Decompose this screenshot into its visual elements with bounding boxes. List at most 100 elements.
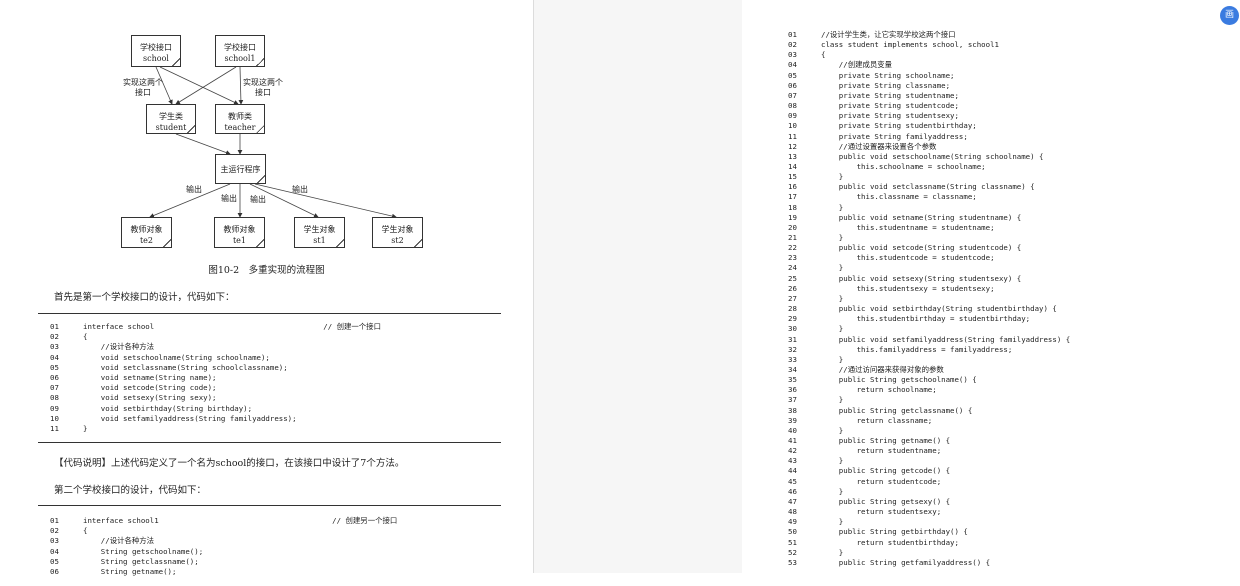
code-text: public void setclassname(String classnam… <box>821 182 1035 192</box>
line-number: 20 <box>788 222 797 232</box>
code-text: } <box>821 293 844 303</box>
code-text: //通过设置器来设置各个参数 <box>821 141 937 151</box>
code-line: 06 private String classname; <box>788 81 950 91</box>
line-number: 44 <box>788 466 797 476</box>
code-text: //通过访问器来获得对象的参数 <box>821 364 944 374</box>
code-text: public void setcode(String studentcode) … <box>821 243 1022 253</box>
code-text: //设计各种方法 <box>83 342 155 352</box>
code-line: 04 String getschoolname(); <box>50 547 203 557</box>
code-text: this.schoolname = schoolname; <box>821 161 986 171</box>
line-number: 22 <box>788 243 797 253</box>
code-line: 46 } <box>788 487 843 497</box>
node-school1-title: 学校接口 <box>224 43 256 52</box>
line-number: 01 <box>788 30 797 39</box>
line-number: 18 <box>788 202 797 212</box>
code-line: 22 public void setcode(String studentcod… <box>788 243 1021 253</box>
code-line: 31 public void setfamilyaddress(String f… <box>788 335 1070 345</box>
left-page: 学校接口 school 学校接口 school1 学生类 student 教师类… <box>0 0 533 576</box>
line-number: 38 <box>788 405 797 415</box>
code-line: 29 this.studentbirthday = studentbirthda… <box>788 314 1030 324</box>
code-text: { <box>83 526 88 536</box>
code-text: //设计学生类，让它实现学校这两个接口 <box>821 30 956 39</box>
code-text: } <box>821 425 844 435</box>
code-line: 25 public void setsexy(String studentsex… <box>788 274 1021 284</box>
line-number: 05 <box>788 70 797 80</box>
code-line: 03{ <box>788 50 825 60</box>
node-school: 学校接口 school <box>131 35 181 67</box>
code-text: public void setsexy(String studentsexy) … <box>821 273 1022 283</box>
code-line: 20 this.studentname = studentname; <box>788 223 995 233</box>
node-school-sub: school <box>143 54 169 63</box>
line-number: 01 <box>50 322 59 331</box>
code-text: this.classname = classname; <box>821 192 977 202</box>
code-text: public void setschoolname(String schooln… <box>821 151 1044 161</box>
label-output-4: 输出 <box>292 185 308 194</box>
code-text: //设计各种方法 <box>83 536 155 546</box>
code-text: void setsexy(String sexy); <box>83 393 217 403</box>
line-number: 16 <box>788 182 797 192</box>
code-text: void setname(String name); <box>83 373 217 382</box>
line-number: 11 <box>50 424 59 433</box>
line-number: 48 <box>788 507 797 517</box>
code-text: this.studentbirthday = studentbirthday; <box>821 314 1031 324</box>
code-line: 18 } <box>788 203 843 213</box>
line-number: 01 <box>50 516 59 525</box>
code-line: 38 public String getclassname() { <box>788 406 972 416</box>
line-number: 09 <box>50 403 59 413</box>
code-line: 12 //通过设置器来设置各个参数 <box>788 142 936 152</box>
line-number: 28 <box>788 304 797 314</box>
code-line: 45 return studentcode; <box>788 477 941 487</box>
code-line: 28 public void setbirthday(String studen… <box>788 304 1057 314</box>
code-line: 48 return studentsexy; <box>788 507 941 517</box>
line-number: 36 <box>788 385 797 395</box>
code-line: 34 //通过访问器来获得对象的参数 <box>788 365 944 375</box>
line-number: 04 <box>788 60 797 70</box>
line-number: 24 <box>788 263 797 273</box>
code-line: 02{ <box>50 332 87 342</box>
code-line: 19 public void setname(String studentnam… <box>788 213 1021 223</box>
line-number: 09 <box>788 111 797 121</box>
code-line: 33 } <box>788 355 843 365</box>
code-text: public String getschoolname() { <box>821 375 977 385</box>
node-st2-sub: st2 <box>391 236 404 245</box>
code-line: 02{ <box>50 526 87 536</box>
code-text: } <box>821 172 844 182</box>
node-te2-sub: te2 <box>139 236 154 245</box>
code-text: return studentname; <box>821 446 942 456</box>
translate-icon[interactable]: 画 <box>1220 6 1239 25</box>
line-number: 05 <box>50 362 59 372</box>
line-number: 29 <box>788 314 797 324</box>
code-text: } <box>821 486 844 496</box>
code-line: 47 public String getsexy() { <box>788 497 950 507</box>
code-text: } <box>821 517 844 527</box>
label-implement-left-line2: 接口 <box>135 88 151 97</box>
node-te1: 教师对象 te1 <box>214 217 265 248</box>
line-number: 08 <box>50 393 59 403</box>
label-output-3: 输出 <box>221 194 237 203</box>
line-number: 14 <box>788 161 797 171</box>
node-school1: 学校接口 school1 <box>215 35 265 67</box>
line-number: 32 <box>788 344 797 354</box>
code-line: 04 void setschoolname(String schoolname)… <box>50 353 270 363</box>
paragraph-explain-1: 【代码说明】上述代码定义了一个名为school的接口，在该接口中设计了7个方法。 <box>54 458 405 469</box>
code-text: this.studentcode = studentcode; <box>821 253 995 263</box>
right-page <box>742 0 1240 573</box>
line-number: 37 <box>788 395 797 405</box>
code-line: 09 private String studentsexy; <box>788 111 959 121</box>
code-text: } <box>821 354 844 364</box>
code-line: 05 private String schoolname; <box>788 71 955 81</box>
code-text: } <box>821 395 844 405</box>
code-line: 07 private String studentname; <box>788 91 959 101</box>
code-text: public String getsexy() { <box>821 496 951 506</box>
node-teacher-title: 教师类 <box>228 112 252 121</box>
code-text: private String classname; <box>821 80 951 90</box>
code-line: 27 } <box>788 294 843 304</box>
label-implement-right: 实现这两个 接口 <box>240 78 286 98</box>
code-line: 36 return schoolname; <box>788 385 937 395</box>
line-number: 07 <box>788 90 797 100</box>
code-line: 50 public String getbirthday() { <box>788 527 968 537</box>
line-number: 11 <box>788 131 797 141</box>
code-text: public String getclassname() { <box>821 405 973 415</box>
code-line: 03 //设计各种方法 <box>50 536 154 546</box>
